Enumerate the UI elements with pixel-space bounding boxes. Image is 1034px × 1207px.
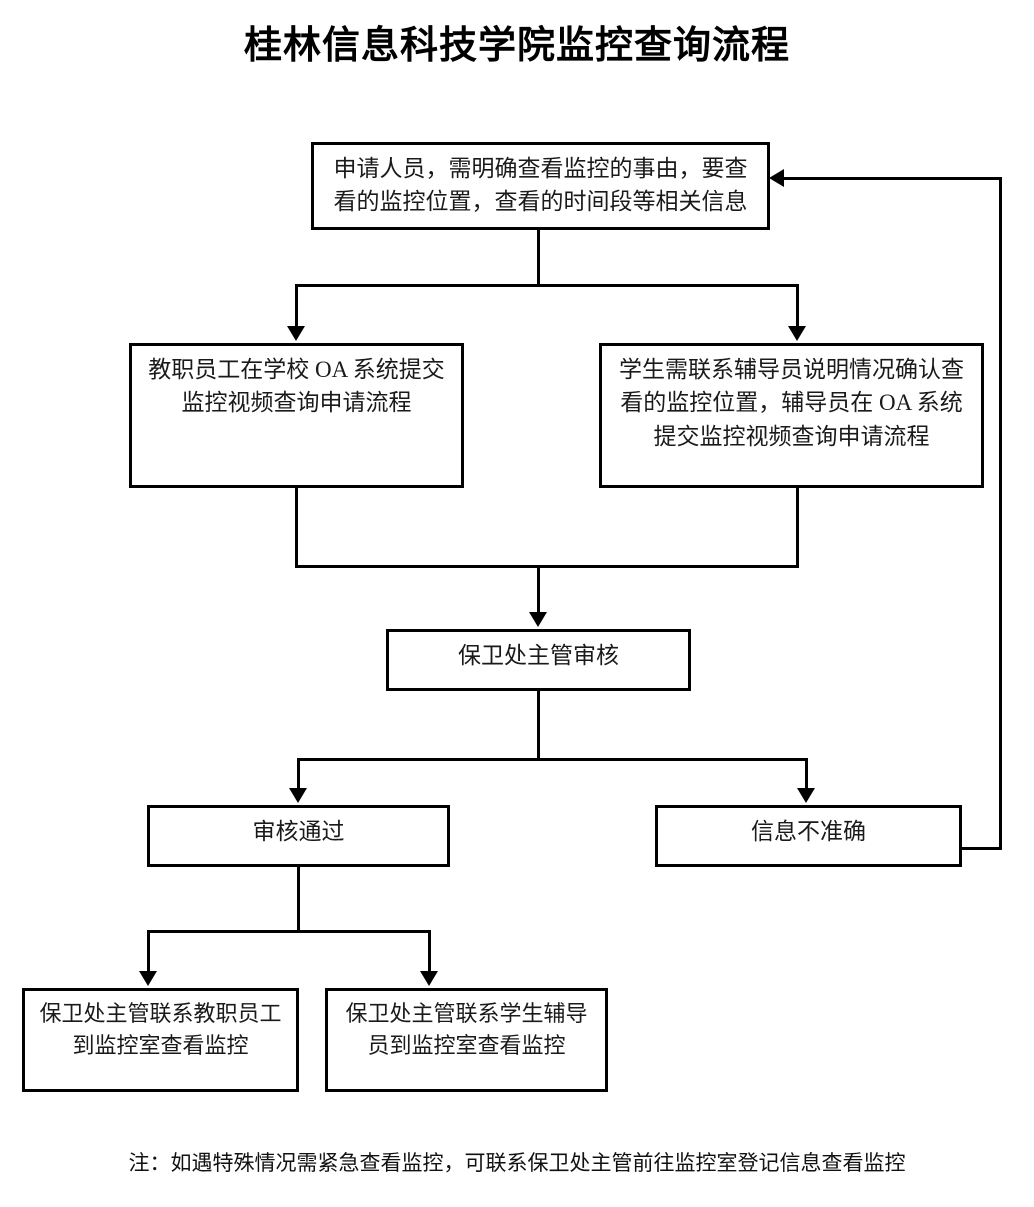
edge-review-to-approved-arrowhead xyxy=(289,788,307,803)
node-approved-label: 审核通过 xyxy=(252,819,345,844)
node-approved: 审核通过 xyxy=(147,805,450,867)
edge-merge-to-review-stem xyxy=(537,565,540,614)
node-apply-info: 申请人员，需明确查看监控的事由，要查看的监控位置，查看的时间段等相关信息 xyxy=(311,142,770,230)
edge-student-merge-drop xyxy=(796,488,799,568)
footnote-note: 注：如遇特殊情况需紧急查看监控，可联系保卫处主管前往监控室登记信息查看监控 xyxy=(128,1151,906,1175)
node-rejected-label: 信息不准确 xyxy=(751,819,866,844)
node-student-counselor-submit: 学生需联系辅导员说明情况确认查看的监控位置，辅导员在 OA 系统提交监控视频查询… xyxy=(599,343,984,488)
node-outcome-staff-label: 保卫处主管联系教职员工到监控室查看监控 xyxy=(39,1001,282,1058)
edge-approved-split-bar xyxy=(147,930,431,933)
edge-feedback-arrowhead xyxy=(769,169,784,187)
edge-approved-split-stem xyxy=(297,867,300,933)
edge-review-to-rejected-drop xyxy=(805,758,808,790)
edge-apply-split-stem xyxy=(537,230,540,287)
node-staff-oa-submit: 教职员工在学校 OA 系统提交监控视频查询申请流程 xyxy=(129,343,464,488)
node-apply-info-label: 申请人员，需明确查看监控的事由，要查看的监控位置，查看的时间段等相关信息 xyxy=(333,156,748,215)
edge-approved-to-student-outcome-drop xyxy=(428,930,431,973)
page-title: 桂林信息科技学院监控查询流程 xyxy=(243,23,790,67)
edge-approved-to-staff-outcome-arrowhead xyxy=(139,971,157,986)
edge-apply-to-staff-drop xyxy=(295,284,298,328)
edge-feedback-exit xyxy=(960,847,1002,850)
edge-apply-to-staff-arrowhead xyxy=(287,326,305,341)
node-student-counselor-submit-label: 学生需联系辅导员说明情况确认查看的监控位置，辅导员在 OA 系统提交监控视频查询… xyxy=(619,357,964,449)
node-outcome-student-label: 保卫处主管联系学生辅导员到监控室查看监控 xyxy=(345,1001,588,1058)
edge-approved-to-student-outcome-arrowhead xyxy=(420,971,438,986)
edge-merge-to-review-arrowhead xyxy=(529,612,547,627)
edge-feedback-riser xyxy=(999,177,1002,850)
edge-apply-to-student-arrowhead xyxy=(788,326,806,341)
edge-review-split-stem xyxy=(537,691,540,761)
edge-approved-to-staff-outcome-drop xyxy=(147,930,150,973)
node-staff-oa-submit-label: 教职员工在学校 OA 系统提交监控视频查询申请流程 xyxy=(148,357,445,416)
edge-review-to-approved-drop xyxy=(297,758,300,790)
edge-apply-split-bar xyxy=(295,284,799,287)
node-rejected: 信息不准确 xyxy=(655,805,962,867)
edge-apply-to-student-drop xyxy=(796,284,799,328)
node-outcome-student: 保卫处主管联系学生辅导员到监控室查看监控 xyxy=(325,988,608,1092)
edge-review-split-bar xyxy=(297,758,808,761)
edge-feedback-return xyxy=(782,177,1002,180)
node-security-review-label: 保卫处主管审核 xyxy=(458,643,619,668)
node-security-review: 保卫处主管审核 xyxy=(386,629,691,691)
edge-review-to-rejected-arrowhead xyxy=(797,788,815,803)
edge-merge-bar xyxy=(295,565,799,568)
edge-staff-merge-drop xyxy=(295,488,298,568)
node-outcome-staff: 保卫处主管联系教职员工到监控室查看监控 xyxy=(22,988,299,1092)
